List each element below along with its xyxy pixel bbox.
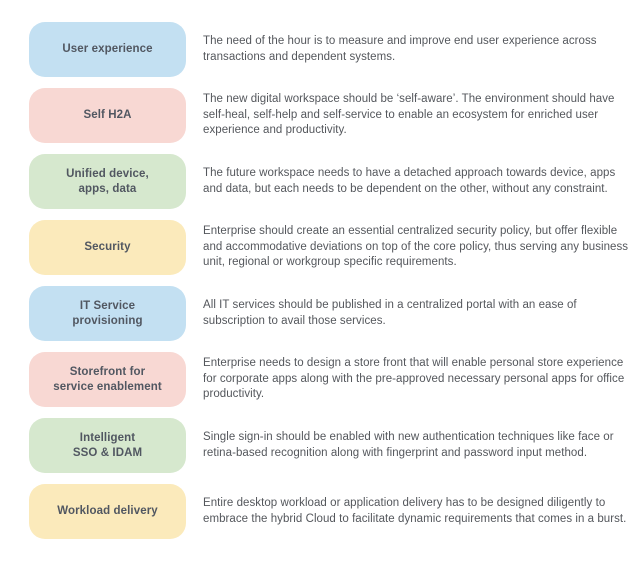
principle-row: User experience The need of the hour is …	[29, 22, 633, 77]
principle-description: All IT services should be published in a…	[203, 298, 577, 327]
principle-row: Workload delivery Entire desktop workloa…	[29, 484, 633, 539]
principle-label-pill: User experience	[29, 22, 186, 77]
principle-label-pill: Security	[29, 220, 186, 275]
principle-label-pill: IT Service provisioning	[29, 286, 186, 341]
principle-description: Single sign-in should be enabled with ne…	[203, 430, 614, 459]
principle-label: Storefront for service enablement	[53, 365, 162, 393]
principle-label: User experience	[62, 43, 153, 56]
principle-label-pill: Storefront for service enablement	[29, 352, 186, 407]
principle-description: Entire desktop workload or application d…	[203, 496, 627, 525]
principles-list: User experience The need of the hour is …	[29, 22, 633, 539]
principle-description: The future workspace needs to have a det…	[203, 166, 616, 195]
principle-description: The need of the hour is to measure and i…	[203, 34, 597, 63]
principle-row: Storefront for service enablement Enterp…	[29, 352, 633, 407]
principle-description: Enterprise should create an essential ce…	[203, 224, 629, 269]
principle-label: Workload delivery	[57, 505, 158, 518]
principle-description: Enterprise needs to design a store front…	[203, 356, 625, 401]
principle-label: Intelligent SSO & IDAM	[72, 431, 143, 459]
principle-row: Self H2A The new digital workspace shoul…	[29, 88, 633, 143]
principle-row: Intelligent SSO & IDAM Single sign-in sh…	[29, 418, 633, 473]
principle-label-pill: Workload delivery	[29, 484, 186, 539]
principle-label: Unified device, apps, data	[66, 167, 149, 195]
principle-description: The new digital workspace should be ‘sel…	[203, 92, 615, 137]
principle-row: IT Service provisioning All IT services …	[29, 286, 633, 341]
principle-row: Security Enterprise should create an ess…	[29, 220, 633, 275]
principle-label: Security	[84, 241, 131, 254]
principle-label-pill: Intelligent SSO & IDAM	[29, 418, 186, 473]
principle-label: Self H2A	[83, 109, 132, 122]
principle-label-pill: Self H2A	[29, 88, 186, 143]
principle-row: Unified device, apps, data The future wo…	[29, 154, 633, 209]
principle-label: IT Service provisioning	[72, 299, 143, 327]
principle-label-pill: Unified device, apps, data	[29, 154, 186, 209]
